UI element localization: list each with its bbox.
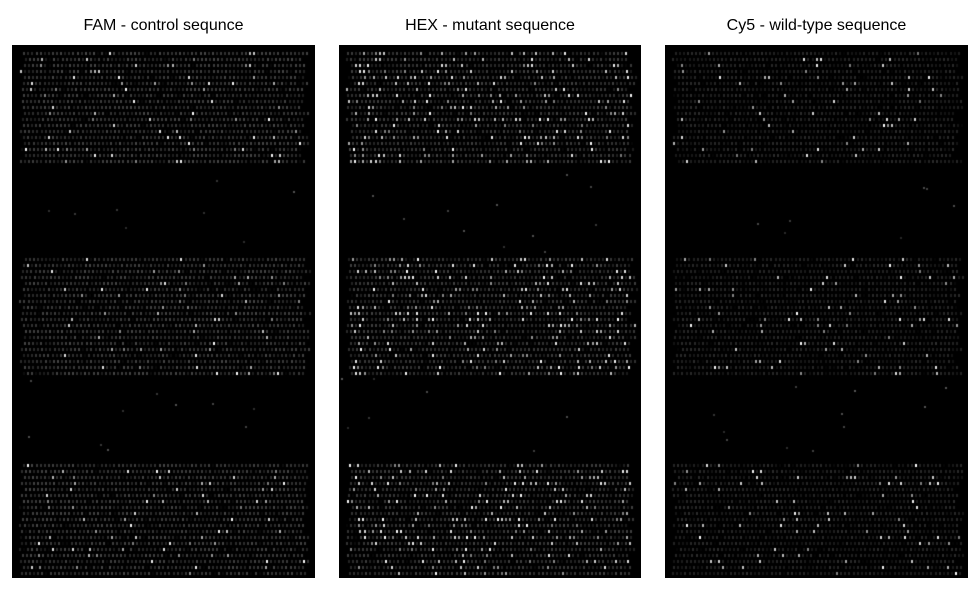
microarray-canvas-fam <box>13 46 314 577</box>
microarray-image-hex <box>339 45 641 578</box>
panel-title-cy5: Cy5 - wild-type sequence <box>726 17 907 34</box>
panel-title-fam: FAM - control sequnce <box>83 17 244 34</box>
panel-fam: FAM - control sequnce <box>12 0 315 600</box>
microarray-canvas-hex <box>340 46 640 577</box>
panel-title-hex: HEX - mutant sequence <box>405 17 575 34</box>
microarray-image-cy5 <box>665 45 968 578</box>
microarray-canvas-cy5 <box>666 46 967 577</box>
panel-cy5: Cy5 - wild-type sequence <box>665 0 968 600</box>
microarray-image-fam <box>12 45 315 578</box>
panel-hex: HEX - mutant sequence <box>339 0 641 600</box>
